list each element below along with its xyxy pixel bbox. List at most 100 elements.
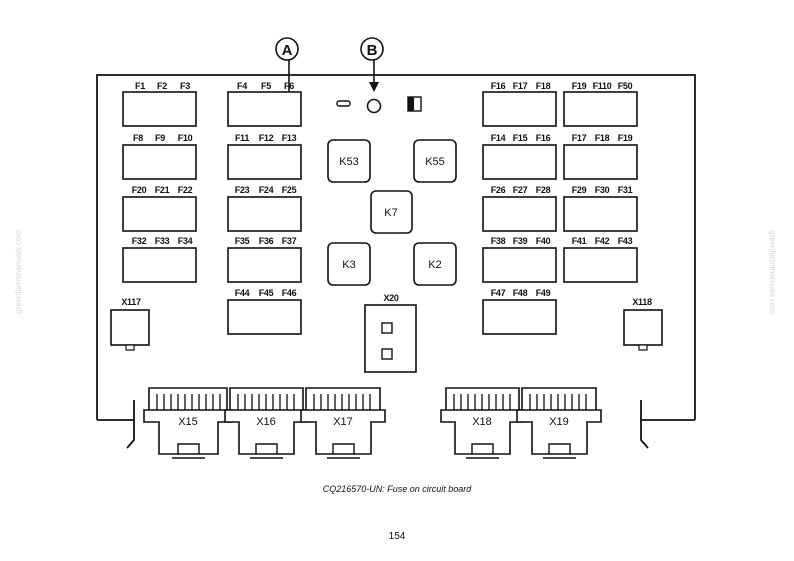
fuse-block-body: [227, 144, 302, 180]
fuse-block-f16: F16 F17 F18: [482, 81, 557, 127]
socket-tab: [125, 344, 135, 351]
fuse-block-f35: F35 F36 F37: [227, 236, 302, 283]
fuse-block-f1: F1 F2 F3: [122, 81, 197, 127]
fuse-block-f23: F23 F24 F25: [227, 185, 302, 232]
fuse-label: F41: [572, 236, 587, 246]
connector-latch: [543, 443, 576, 459]
fuse-label: F48: [513, 288, 528, 298]
fuse-label: F44: [235, 288, 250, 298]
fuse-block-body: [122, 196, 197, 232]
board-edge-right: [640, 400, 695, 449]
watermark-right: greenfarmmanuals.com: [768, 230, 777, 315]
connector-latch: [250, 443, 283, 459]
fuse-block-body: [563, 144, 638, 180]
socket-label: X117: [121, 297, 141, 307]
fuse-block-body: [227, 247, 302, 283]
fuse-label: F13: [282, 133, 297, 143]
fuse-label: F42: [595, 236, 610, 246]
fuse-block-f38: F38 F39 F40: [482, 236, 557, 283]
fuse-label: F8: [133, 133, 143, 143]
fuse-label: F32: [132, 236, 147, 246]
fuse-label: F17: [513, 81, 528, 91]
socket-pin: [381, 348, 393, 360]
fuse-block-body: [482, 91, 557, 127]
relay-body: [413, 139, 457, 183]
fuse-block-f47: F47 F48 F49: [482, 288, 557, 335]
fuse-label: F30: [595, 185, 610, 195]
socket-x117: X117: [110, 297, 150, 351]
fuse-label: F11: [235, 133, 249, 143]
fuse-label: F45: [259, 288, 274, 298]
circuit-board-diagram: A B F1 F2 F3 F4 F5 F6 F16 F17 F18: [96, 37, 696, 459]
relay-k53: K53: [327, 139, 371, 183]
fuse-label: F5: [261, 81, 271, 91]
relay-k3: K3: [327, 242, 371, 286]
fuse-label: F21: [155, 185, 170, 195]
relay-body: [413, 242, 457, 286]
relay-label: K2: [428, 259, 441, 271]
fuse-label: F19: [572, 81, 587, 91]
callout-a-circle: [275, 37, 299, 61]
figure-caption: CQ216570-UN: Fuse on circuit board: [322, 484, 472, 494]
fuse-label: F29: [572, 185, 587, 195]
callout-b-arrowhead: [369, 82, 379, 92]
fuse-label: F47: [491, 288, 506, 298]
fuse-block-f26: F26 F27 F28: [482, 185, 557, 232]
connector-pins: [313, 394, 371, 410]
fuse-block-body: [122, 91, 197, 127]
callout-b-circle: [360, 37, 384, 61]
fuse-label: F49: [536, 288, 551, 298]
fuse-label: F24: [259, 185, 274, 195]
socket-x20: X20: [364, 293, 417, 373]
board-edge-left: [97, 400, 135, 449]
relay-body: [370, 190, 413, 234]
fuse-label: F4: [237, 81, 247, 91]
socket-x118: X118: [623, 297, 663, 351]
fuse-label: F26: [491, 185, 506, 195]
connector-pins: [237, 394, 295, 410]
fuse-label: F43: [618, 236, 633, 246]
callout-b-label: B: [367, 42, 378, 59]
connector-pins: [529, 394, 587, 410]
connector-label: X16: [256, 416, 276, 428]
callout-a-label: A: [282, 42, 293, 59]
fuse-label: F9: [155, 133, 165, 143]
fuse-block-f44: F44 F45 F46: [227, 288, 302, 335]
relay-label: K55: [425, 156, 445, 168]
fuse-label: F33: [155, 236, 170, 246]
connector-x16: X16: [224, 387, 309, 459]
fuse-label: F20: [132, 185, 147, 195]
connector-x19: X19: [516, 387, 602, 459]
connector-header: [148, 387, 228, 410]
fuse-block-body: [122, 144, 197, 180]
socket-body: [364, 304, 417, 373]
fuse-label: F17: [572, 133, 587, 143]
connector-label: X15: [178, 416, 198, 428]
connector-body: [516, 409, 602, 455]
connector-header: [229, 387, 304, 410]
fuse-label: F37: [282, 236, 297, 246]
connector-x15: X15: [143, 387, 233, 459]
fuse-label: F110: [593, 81, 612, 91]
socket-label: X118: [632, 297, 652, 307]
fuse-label: F15: [513, 133, 528, 143]
connector-pins: [453, 394, 511, 410]
fuse-block-f19: F19 F110 F50: [563, 81, 638, 127]
fuse-label: F18: [536, 81, 551, 91]
fuse-label: F16: [536, 133, 551, 143]
fuse-block-f17: F17 F18 F19: [563, 133, 638, 180]
relay-label: K3: [342, 259, 355, 271]
fuse-label: F35: [235, 236, 250, 246]
fuse-block-f41: F41 F42 F43: [563, 236, 638, 283]
fuse-label: F23: [235, 185, 250, 195]
connector-x17: X17: [300, 387, 386, 459]
callout-b: B: [360, 37, 384, 92]
fuse-block-f8: F8 F9 F10: [122, 133, 197, 180]
fuse-block-body: [563, 196, 638, 232]
board-outline: [96, 74, 696, 420]
fuse-block-body: [482, 247, 557, 283]
fuse-label: F34: [178, 236, 193, 246]
switch-fill: [408, 97, 414, 111]
connector-label: X18: [472, 416, 492, 428]
socket-label: X20: [383, 293, 398, 303]
